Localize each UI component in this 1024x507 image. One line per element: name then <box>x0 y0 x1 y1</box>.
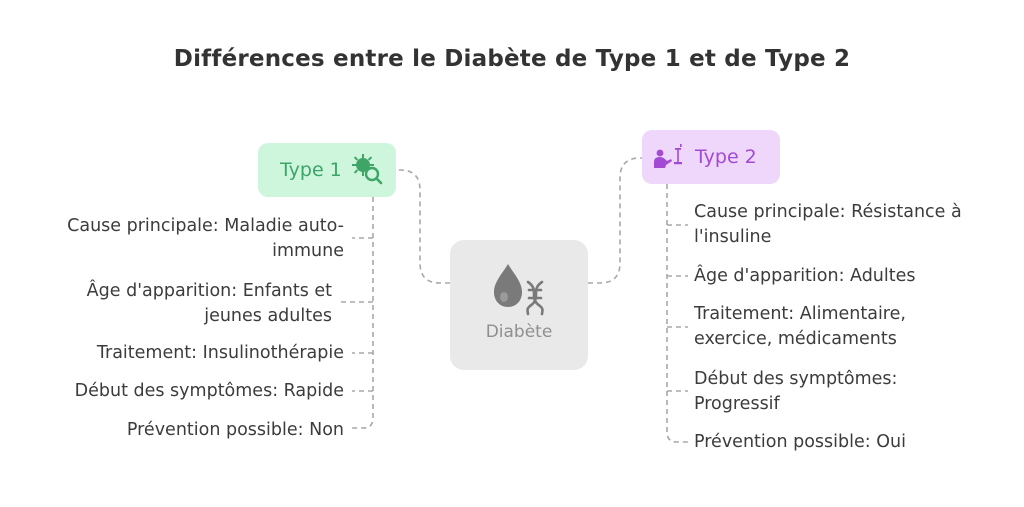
type1-item-prevention: Prévention possible: Non <box>127 418 344 443</box>
person-eating-icon <box>654 144 682 168</box>
blood-drop-dna-icon <box>494 264 544 316</box>
type1-item-debut: Début des symptômes: Rapide <box>75 379 344 404</box>
type2-item-traitement-line2: exercice, médicaments <box>694 329 897 349</box>
type1-item-traitement: Traitement: Insulinothérapie <box>97 341 344 366</box>
type2-item-prevention-line1: Prévention possible: Oui <box>694 432 906 452</box>
type2-item-debut: Début des symptômes: Progressif <box>694 367 897 417</box>
virus-magnifier-icon <box>352 154 383 185</box>
type2-item-prevention: Prévention possible: Oui <box>694 430 906 455</box>
type1-label: Type 1 <box>280 159 342 181</box>
type1-item-age: Âge d'apparition: Enfants et jeunes adul… <box>87 279 332 329</box>
connector-center-type1 <box>396 169 450 284</box>
type1-item-cause: Cause principale: Maladie auto- immune <box>67 214 344 264</box>
type2-item-debut-line2: Progressif <box>694 394 780 414</box>
type2-item-traitement-line1: Traitement: Alimentaire, <box>694 304 906 324</box>
center-label: Diabète <box>485 322 553 342</box>
type2-item-traitement: Traitement: Alimentaire, exercice, médic… <box>694 302 906 352</box>
type2-item-age: Âge d'apparition: Adultes <box>694 264 916 289</box>
type2-node: Type 2 <box>642 130 780 184</box>
connector-center-type2 <box>588 157 642 284</box>
type2-item-cause-line2: l'insuline <box>694 227 772 247</box>
diagram-title: Différences entre le Diabète de Type 1 e… <box>173 46 851 72</box>
type2-item-age-line1: Âge d'apparition: Adultes <box>694 266 916 286</box>
type2-item-cause-line1: Cause principale: Résistance à <box>694 202 962 222</box>
type1-item-debut-line1: Début des symptômes: Rapide <box>74 381 344 401</box>
type1-item-age-line1: Âge d'apparition: Enfants et <box>86 281 332 301</box>
center-node-diabete: Diabète <box>450 240 588 370</box>
type1-trunk <box>352 197 374 429</box>
type1-node: Type 1 <box>258 143 396 197</box>
type1-item-cause-line2: immune <box>272 241 344 261</box>
type1-item-cause-line1: Cause principale: Maladie auto- <box>67 216 344 236</box>
type2-label: Type 2 <box>695 146 757 168</box>
type2-item-debut-line1: Début des symptômes: <box>694 369 898 389</box>
type1-item-prevention-line1: Prévention possible: Non <box>126 420 344 440</box>
type1-item-traitement-line1: Traitement: Insulinothérapie <box>96 343 344 363</box>
type2-item-cause: Cause principale: Résistance à l'insulin… <box>694 200 962 250</box>
type2-trunk <box>666 184 688 443</box>
type1-item-age-line2: jeunes adultes <box>204 306 332 326</box>
